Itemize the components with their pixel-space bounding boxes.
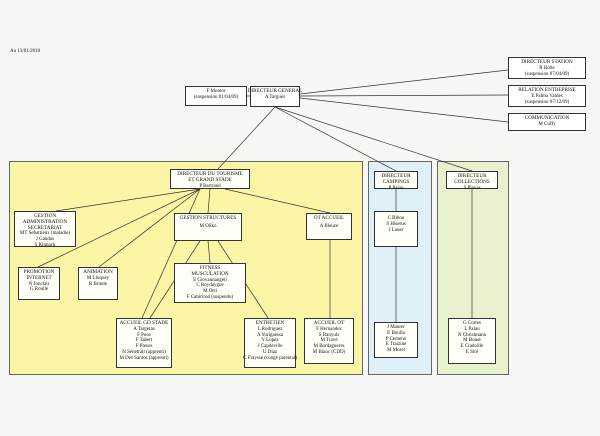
node-campings-staff-lower: J Maurer E Boulla P Cemeno E Traizine M … <box>374 322 418 358</box>
node-relation-entreprise: RELATION ENTREPRISE E Palma Valdes (susp… <box>508 85 586 107</box>
node-directeur-campings: DIRECTEUR CAMPINGS P Palau <box>374 171 418 191</box>
connector-dg-tourisme <box>217 106 276 170</box>
node-animation: ANIMATION M Lluquey R Brunte <box>78 267 118 300</box>
node-entretien: ENTRETIEN L Rodriguez A Yurigaessa Y Lop… <box>243 318 297 368</box>
node-gestion-structures: GESTION STRUCTURES M Oliko <box>174 213 242 241</box>
connector-struct-fitness <box>207 240 211 264</box>
node-gestion-administration: GESTION ADMINISTRATION SECRETARIAT MT Se… <box>14 211 76 248</box>
node-collections-staff: G Cortes L Palau N Christmann M Bouet E … <box>448 318 496 364</box>
connector-tour-animation <box>98 188 201 268</box>
node-directeur-general: DIRECTEUR GENERAL A Targues <box>248 86 302 107</box>
connector-tour-structures <box>207 188 211 214</box>
node-promotion-internet: PROMOTION INTERNET N Jonclair G Roullé <box>18 267 60 300</box>
connector-tour-promotion <box>37 188 201 268</box>
node-campings-staff-upper: C Ribou S Hiserus J Lauer <box>374 211 418 247</box>
node-directeur-station: DIRECTEUR STATION R Boîte (suspension 07… <box>508 57 586 79</box>
date-stamp: Au 13/01/2010 <box>10 49 41 54</box>
node-communication: COMMUNICATION M Cuffy <box>508 113 586 131</box>
node-directeur-collections: DIRECTEUR COLLECTIONS S Plavas <box>446 171 498 191</box>
node-montor: F Montor (suspension 01/04/09) <box>185 86 247 106</box>
node-accueil-gd-stade: ACCUEIL GD STADE A Targeras F Pons F Tab… <box>116 318 172 368</box>
node-accueil-ot: ACCUEIL OT F Hernandez S Banyuls M Travé… <box>304 318 354 364</box>
connector-dg-station <box>299 69 509 95</box>
connector-tour-ot <box>224 188 331 214</box>
connector-tour-admin <box>55 188 201 212</box>
node-directeur-tourisme: DIRECTEUR DU TOURISME ET GRAND STADE P B… <box>170 169 250 189</box>
connector-dg-collections <box>274 106 473 172</box>
connector-dg-communication <box>299 97 509 123</box>
node-ot-accueil: OT ACCUEIL A Bleuze <box>306 213 352 240</box>
connector-dg-campings <box>274 106 397 172</box>
node-fitness-musculation: FITNESS MUSCULATION E Giovannangeli C Ro… <box>174 263 246 303</box>
connector-dg-relation <box>299 94 509 97</box>
connector-tour-accueil-gd-stade <box>141 188 201 319</box>
